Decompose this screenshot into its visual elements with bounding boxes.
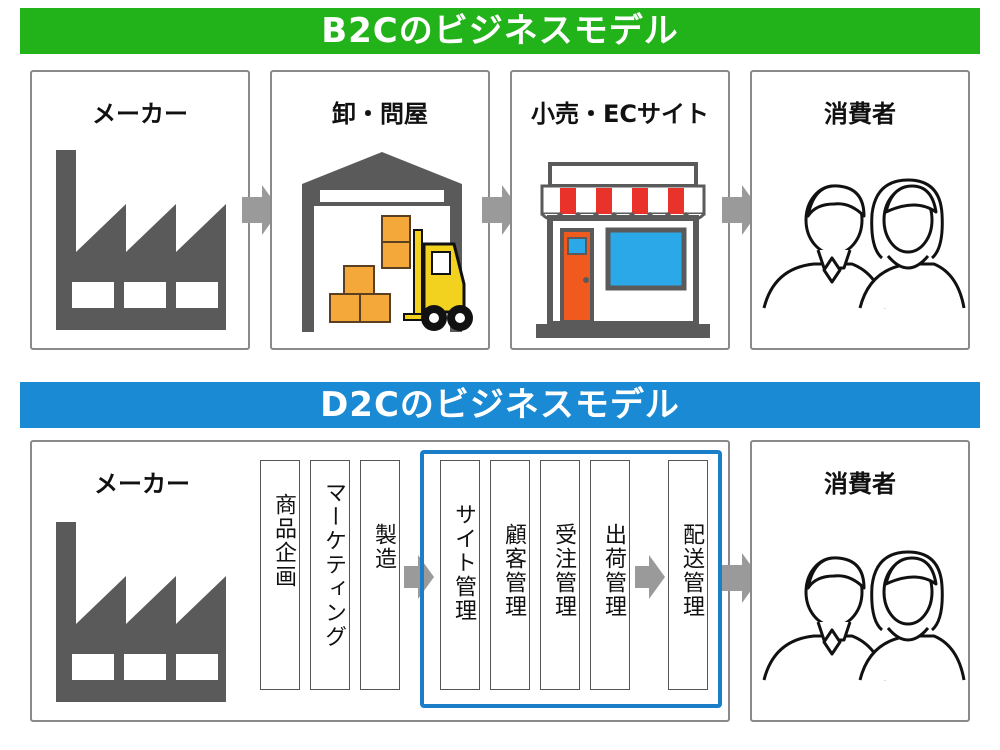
step-label: 商品企画 [271, 493, 296, 589]
flow-arrow-icon [404, 555, 434, 599]
step-card-product-planning: 商品企画 [260, 460, 300, 690]
step-card-marketing: マーケティング [310, 460, 350, 690]
b2c-retailer-panel: 小売・ECサイト [510, 70, 730, 350]
d2c-consumer-label: 消費者 [824, 470, 896, 498]
b2c-consumer-panel: 消費者 [750, 70, 970, 350]
storefront-icon [536, 162, 710, 338]
factory-icon [56, 522, 226, 702]
b2c-maker-label: メーカー [92, 100, 188, 128]
step-label: サイト管理 [451, 503, 476, 623]
step-card-site-management: サイト管理 [440, 460, 480, 690]
step-card-shipping-management: 出荷管理 [590, 460, 630, 690]
fulfillment-group [420, 450, 722, 708]
step-label: 受注管理 [551, 523, 576, 619]
step-label: 顧客管理 [501, 523, 526, 619]
b2c-retailer-label: 小売・ECサイト [530, 100, 709, 128]
factory-icon [56, 150, 226, 330]
step-card-manufacturing: 製造 [360, 460, 400, 690]
consumers-icon [762, 178, 966, 309]
step-label: マーケティング [321, 481, 346, 649]
warehouse-forklift-icon [302, 152, 473, 332]
consumers-icon [762, 550, 966, 681]
step-card-order-management: 受注管理 [540, 460, 580, 690]
b2c-wholesaler-label: 卸・問屋 [332, 100, 428, 128]
step-label: 製造 [371, 523, 396, 571]
b2c-wholesaler-panel: 卸・問屋 [270, 70, 490, 350]
b2c-consumer-label: 消費者 [824, 100, 896, 128]
d2c-banner: D2Cのビジネスモデル [20, 382, 980, 428]
b2c-banner-title: B2Cのビジネスモデル [321, 11, 679, 51]
step-label: 配送管理 [679, 523, 704, 619]
b2c-banner: B2Cのビジネスモデル [20, 8, 980, 54]
b2c-maker-panel: メーカー [30, 70, 250, 350]
step-card-delivery-management: 配送管理 [668, 460, 708, 690]
flow-arrow-icon [635, 555, 665, 599]
d2c-maker-label: メーカー [94, 470, 190, 498]
d2c-banner-title: D2Cのビジネスモデル [320, 385, 680, 425]
d2c-consumer-panel: 消費者 [750, 440, 970, 722]
step-label: 出荷管理 [601, 523, 626, 619]
step-card-customer-management: 顧客管理 [490, 460, 530, 690]
